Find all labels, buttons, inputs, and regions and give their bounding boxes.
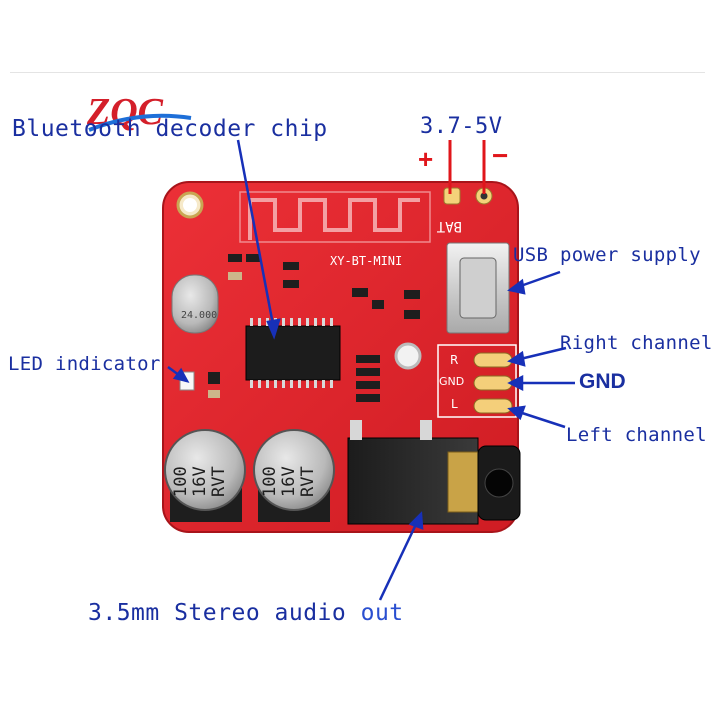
cap-right-value: 100 bbox=[260, 466, 280, 497]
arrow-chip bbox=[236, 139, 276, 331]
arrow-chip-head bbox=[266, 318, 281, 340]
cap-right-series: RVT bbox=[298, 466, 318, 497]
capacitor-left bbox=[164, 429, 246, 511]
cap-left-series: RVT bbox=[209, 466, 229, 497]
arrow-right-channel bbox=[515, 346, 567, 362]
arrow-gnd-head bbox=[507, 374, 524, 392]
bat-silkscreen: BAT bbox=[436, 218, 462, 234]
smd-part bbox=[228, 272, 242, 280]
label-right-channel: Right channel bbox=[560, 332, 713, 354]
pad-r-silkscreen: R bbox=[450, 353, 458, 367]
smd-part bbox=[356, 368, 380, 376]
arrow-left-channel bbox=[515, 409, 566, 429]
arrow-audio-out bbox=[378, 519, 420, 601]
label-audio-out-main: 3.5mm Stereo audio bbox=[88, 600, 361, 626]
audio-jack-hole bbox=[484, 468, 514, 498]
smd-part bbox=[208, 390, 220, 398]
logo-swoosh bbox=[88, 113, 192, 132]
label-usb-power: USB power supply bbox=[513, 244, 701, 266]
logo-mark: ZQC bbox=[86, 91, 192, 133]
label-audio-out: 3.5mm Stereo audio out bbox=[88, 600, 404, 626]
arrow-audio-out-head bbox=[408, 511, 424, 530]
jack-pin bbox=[350, 420, 362, 440]
label-gnd: GND bbox=[579, 370, 626, 393]
smd-part bbox=[208, 372, 220, 384]
pad-gnd-silkscreen: GND bbox=[439, 375, 464, 388]
antenna-area bbox=[239, 191, 431, 243]
arrow-led-head bbox=[172, 367, 190, 383]
pad-left bbox=[473, 398, 513, 414]
bat-pad-minus-hole bbox=[480, 192, 488, 200]
smd-part bbox=[356, 394, 380, 402]
label-left-channel: Left channel bbox=[566, 424, 707, 446]
label-minus: − bbox=[492, 140, 509, 171]
model-silkscreen: XY-BT-MINI bbox=[330, 254, 402, 268]
pad-right bbox=[473, 352, 513, 368]
arrow-left-channel-head bbox=[507, 405, 526, 421]
label-audio-out-tail: out bbox=[360, 600, 404, 626]
smd-part bbox=[404, 310, 420, 319]
smd-part bbox=[352, 288, 368, 297]
brand-logo: ZQC bbox=[85, 88, 195, 138]
smd-part bbox=[356, 355, 380, 363]
label-led-indicator: LED indicator bbox=[8, 353, 161, 375]
crystal-oscillator bbox=[171, 274, 219, 334]
audio-jack-gold bbox=[447, 451, 479, 513]
smd-part bbox=[372, 300, 384, 309]
smd-part bbox=[246, 254, 260, 262]
label-voltage: 3.7-5V bbox=[420, 114, 503, 139]
capacitor-right bbox=[253, 429, 335, 511]
smd-part bbox=[356, 381, 380, 389]
cap-left-voltage: 16V bbox=[190, 466, 210, 497]
jack-pin bbox=[420, 420, 432, 440]
arrow-right-channel-head bbox=[507, 350, 526, 367]
smd-part bbox=[404, 290, 420, 299]
decoder-chip bbox=[245, 325, 341, 381]
label-plus: + bbox=[418, 144, 434, 174]
board-via-large bbox=[394, 342, 422, 370]
pad-gnd bbox=[473, 375, 513, 391]
cap-left-value: 100 bbox=[171, 466, 191, 497]
mounting-hole-center bbox=[183, 198, 197, 212]
antenna-trace bbox=[248, 198, 420, 240]
top-divider bbox=[10, 72, 705, 73]
bat-pad-plus bbox=[443, 187, 461, 205]
crystal-label: 24.000 bbox=[181, 310, 217, 321]
smd-part bbox=[283, 280, 299, 288]
smd-part bbox=[228, 254, 242, 262]
pad-l-silkscreen: L bbox=[451, 397, 458, 411]
smd-part bbox=[283, 262, 299, 270]
usb-opening bbox=[459, 257, 497, 319]
arrow-usb-head bbox=[507, 278, 526, 295]
cap-right-voltage: 16V bbox=[279, 466, 299, 497]
label-bluetooth-chip: Bluetooth decoder chip bbox=[12, 116, 328, 142]
